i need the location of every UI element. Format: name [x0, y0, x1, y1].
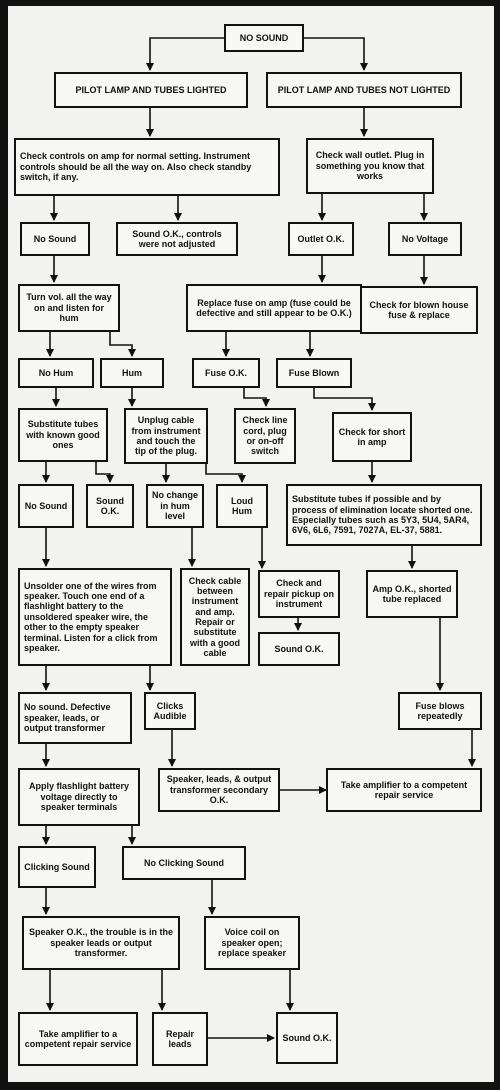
connector-19 — [313, 388, 376, 411]
no-sound-defective: No sound. Defective speaker, leads, or o… — [18, 692, 132, 744]
no-sound-2: No Sound — [18, 484, 74, 528]
frame-right — [494, 0, 500, 1090]
fuse-blows-repeatedly: Fuse blows repeatedly — [398, 692, 482, 730]
no-change-hum: No change in hum level — [146, 484, 204, 528]
sound-ok-final: Sound O.K. — [276, 1012, 338, 1064]
check-cable: Check cable between instrument and amp. … — [180, 568, 250, 666]
unplug-cable: Unplug cable from instrument and touch t… — [124, 408, 208, 464]
amp-ok-tube-replaced: Amp O.K., shorted tube replaced — [366, 570, 458, 618]
no-sound-start: NO SOUND — [224, 24, 304, 52]
lamp-lighted: PILOT LAMP AND TUBES LIGHTED — [54, 72, 248, 108]
connector-13 — [109, 332, 136, 357]
apply-flashlight-battery: Apply flashlight battery voltage directl… — [18, 768, 140, 826]
take-amp-repair-1: Take amplifier to a competent repair ser… — [326, 768, 482, 812]
take-amp-repair-2: Take amplifier to a competent repair ser… — [18, 1012, 138, 1066]
speaker-ok-trouble-leads: Speaker O.K., the trouble is in the spea… — [22, 916, 180, 970]
speaker-leads-ok: Speaker, leads, & output transformer sec… — [158, 768, 280, 812]
check-line-cord: Check line cord, plug or on-off switch — [234, 408, 296, 464]
loud-hum: Loud Hum — [216, 484, 268, 528]
connector-2 — [304, 37, 368, 71]
frame-bottom — [0, 1082, 500, 1090]
fuse-blown: Fuse Blown — [276, 358, 352, 388]
connector-21 — [95, 462, 114, 483]
no-voltage: No Voltage — [388, 222, 462, 256]
clicks-audible: Clicks Audible — [144, 692, 196, 730]
voice-coil-open: Voice coil on speaker open; replace spea… — [204, 916, 300, 970]
fuse-ok: Fuse O.K. — [192, 358, 260, 388]
connector-18 — [243, 388, 270, 407]
hum: Hum — [100, 358, 164, 388]
frame-left — [0, 0, 8, 1090]
sound-ok-controls: Sound O.K., controls were not adjusted — [116, 222, 238, 256]
connector-1 — [146, 37, 224, 71]
check-wall-outlet: Check wall outlet. Plug in something you… — [306, 138, 434, 194]
check-controls: Check controls on amp for normal setting… — [14, 138, 280, 196]
check-short: Check for short in amp — [332, 412, 412, 462]
no-hum: No Hum — [18, 358, 94, 388]
repair-leads: Repair leads — [152, 1012, 208, 1066]
repair-pickup: Check and repair pickup on instrument — [258, 570, 340, 618]
connector-23 — [205, 464, 246, 483]
no-clicking-sound: No Clicking Sound — [122, 846, 246, 880]
no-sound-1: No Sound — [20, 222, 90, 256]
replace-fuse: Replace fuse on amp (fuse could be defec… — [186, 284, 362, 332]
unsolder-speaker-wire: Unsolder one of the wires from speaker. … — [18, 568, 172, 666]
sound-ok-tubes: Sound O.K. — [86, 484, 134, 528]
substitute-tubes-elimination: Substitute tubes if possible and by proc… — [286, 484, 482, 546]
turn-vol: Turn vol. all the way on and listen for … — [18, 284, 120, 332]
frame-top — [0, 0, 500, 6]
sound-ok-pickup: Sound O.K. — [258, 632, 340, 666]
outlet-ok: Outlet O.K. — [288, 222, 354, 256]
check-house-fuse: Check for blown house fuse & replace — [360, 286, 478, 334]
lamp-not-lighted: PILOT LAMP AND TUBES NOT LIGHTED — [266, 72, 462, 108]
substitute-tubes: Substitute tubes with known good ones — [18, 408, 108, 462]
clicking-sound: Clicking Sound — [18, 846, 96, 888]
